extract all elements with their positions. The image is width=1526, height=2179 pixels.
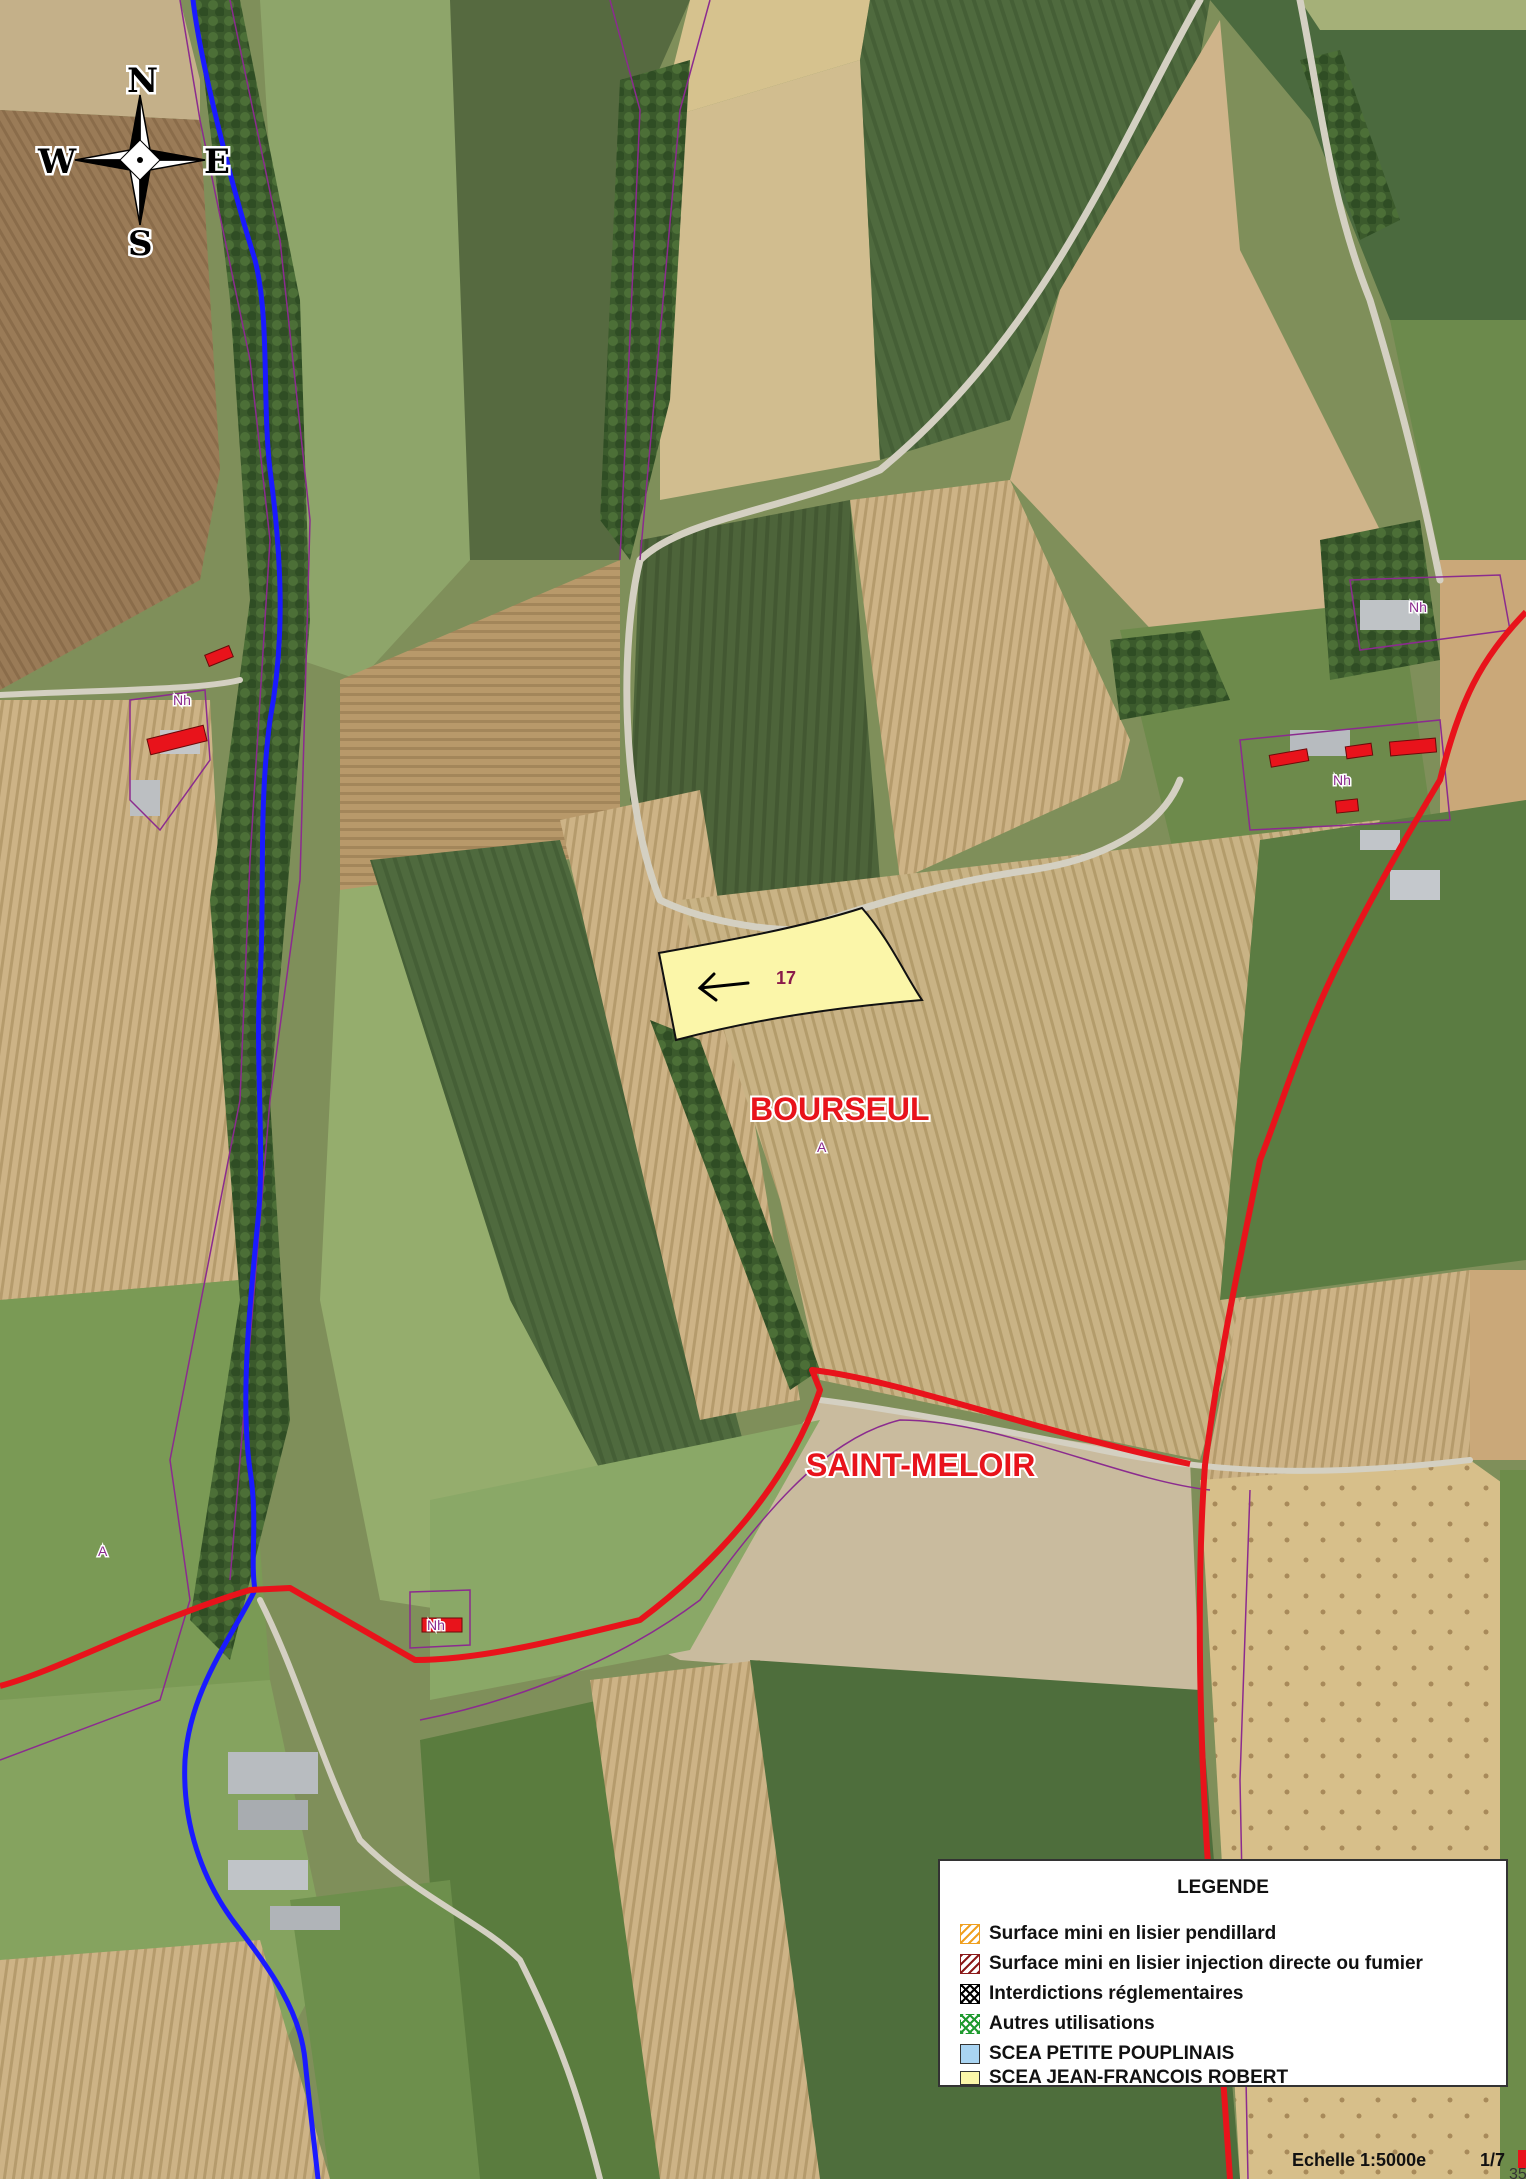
zone-label-a-center: A [817,1139,827,1155]
zone-label-a-west: A [98,1543,108,1559]
fill-swatch-icon [960,2044,980,2064]
legend-item-injection-fumier: Surface mini en lisier injection directe… [960,1952,1423,1976]
building-marks [146,644,1438,1633]
legend-panel: LEGENDE Surface mini en lisier pendillar… [938,1859,1508,2087]
legend-item-scea-petite-pouplinais: SCEA PETITE POUPLINAIS [960,2042,1234,2066]
commune-boundaries [0,609,1526,2179]
hatch-swatch-icon [960,1954,980,1974]
compass-east: E [204,142,230,182]
legend-item-interdictions: Interdictions réglementaires [960,1982,1243,2006]
parcel-number: 17 [776,968,796,988]
legend-item-label: Surface mini en lisier injection directe… [989,1953,1423,1974]
legend-item-scea-jean-francois-robert: SCEA JEAN-FRANCOIS ROBERT [960,2067,1289,2088]
legend-item-label: SCEA PETITE POUPLINAIS [989,2043,1235,2064]
roads [0,0,1473,2179]
corner-code: 35 [1509,2166,1526,2179]
compass-north: N [127,61,158,101]
fill-swatch-icon [960,2071,980,2085]
crosshatch-swatch-icon [960,2014,980,2034]
scale-label: Echelle 1:5000e [1292,2150,1427,2170]
zone-label-nh-south: Nh [427,1617,445,1633]
legend-item-label: Surface mini en lisier pendillard [989,1923,1277,1944]
zone-label-nh-northeast: Nh [1409,599,1427,615]
hatch-swatch-icon [960,1924,980,1944]
compass-rose-icon: N S W E [35,59,233,267]
page-marker [1518,2150,1526,2168]
legend-item-label: Interdictions réglementaires [989,1983,1244,2004]
legend-title: LEGENDE [1177,1877,1269,1898]
direction-arrow-icon [697,972,750,1002]
page-number: 1/7 [1480,2150,1506,2170]
legend-item-label: Autres utilisations [989,2013,1155,2034]
commune-label-bourseul: BOURSEUL [750,1091,930,1127]
commune-label-saint-meloir: SAINT-MELOIR [806,1447,1035,1483]
tree-lines [190,0,1440,1660]
compass-south: S [128,224,153,264]
legend-item-label: SCEA JEAN-FRANCOIS ROBERT [989,2067,1289,2088]
crosshatch-swatch-icon [960,1984,980,2004]
zone-label-nh-west: Nh [173,692,191,708]
zone-label-nh-east: Nh [1333,772,1351,788]
parcel-17[interactable]: 17 [657,906,924,1042]
legend-item-autres: Autres utilisations [960,2012,1155,2036]
legend-item-lisier-pendillard: Surface mini en lisier pendillard [960,1922,1276,1946]
compass-west: W [37,142,77,182]
stream [182,0,321,2179]
